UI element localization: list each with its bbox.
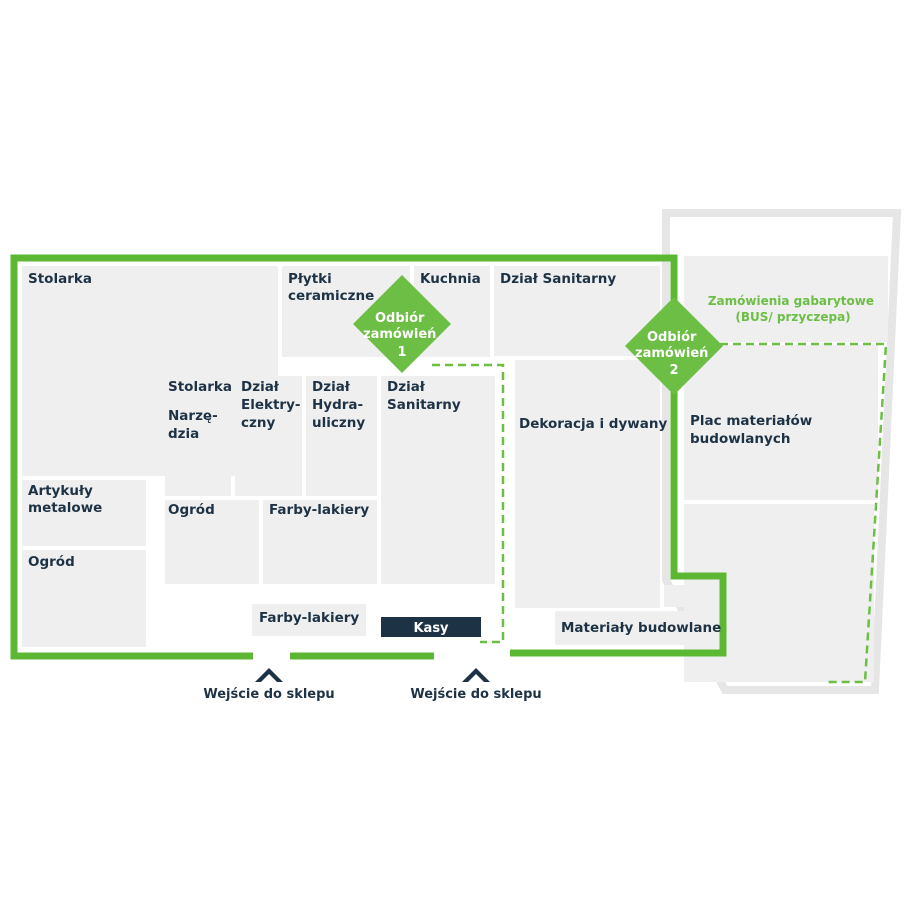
label-farby-inner: Farby-lakiery [269,502,369,518]
label-zamowienia: Zamówienia gabarytowe (BUS/ przyczepa) [708,294,878,324]
label-narzedzia: Narzę- dzia [168,408,222,442]
checkout-bar [381,617,481,637]
label-plac: Plac materiałów budowlanych [690,413,817,447]
pickup-paths [432,342,888,684]
checkout-label: Kasy [413,621,449,636]
outdoor-yard-outline [662,209,902,694]
zone-materialy [555,611,716,645]
label-stolarka-outer: Stolarka [28,271,92,287]
zone-farby-inner [263,500,377,584]
label-dekoracja: Dekoracja i dywany [519,416,667,432]
zone-sanitarny-inner [381,376,495,584]
label-farby-bottom: Farby-lakiery [259,610,359,626]
zone-ogrod-inner [165,500,259,584]
entrance-arrow-icon [255,668,283,682]
label-sanitarny-inner: Dział Sanitarny [387,379,461,413]
label-materialy: Materiały budowlane [561,620,721,636]
zone-stolarka-inner [165,376,231,398]
zone-small-gap [664,585,716,607]
pickup-point-2 [625,297,723,395]
zone-artykuly [22,480,146,546]
zone-farby-bottom [252,604,366,636]
zone-narzedzia [165,402,231,496]
zone-zamowienia-gabarytowe [684,256,888,342]
label-artykuly: Artykuły metalowe [28,483,102,516]
entrance-1[interactable]: Wejście do sklepu [203,668,335,702]
label-ogrod-inner: Ogród [168,502,215,518]
label-hydrauliczny: Dział Hydra- uliczny [312,379,368,431]
zone-hydrauliczny [306,376,377,496]
zone-ogrod-outer [22,550,146,647]
zone-elektryczny [235,376,302,496]
pickup-point-1 [353,275,451,373]
entrance-1-label: Wejście do sklepu [203,687,334,702]
label-elektryczny: Dział Elektry- czny [241,379,305,431]
zone-plac-materialow [684,345,878,500]
label-kuchnia: Kuchnia [420,271,481,287]
entrance-2-label: Wejście do sklepu [410,687,541,702]
pickup-point-1-label: Odbiór zamówień 1 [363,311,441,360]
store-walls [10,254,727,660]
zone-dekoracja [515,360,660,608]
pickup-point-2-label: Odbiór zamówień 2 [635,330,713,378]
label-stolarka-inner: Stolarka [168,379,232,395]
label-ogrod-outer: Ogród [28,554,75,570]
entrance-2[interactable]: Wejście do sklepu [410,668,542,702]
label-plytki: Płytki ceramiczne [288,271,374,304]
label-sanitarny-top: Dział Sanitarny [500,271,616,287]
entrance-arrow-icon [462,668,490,682]
